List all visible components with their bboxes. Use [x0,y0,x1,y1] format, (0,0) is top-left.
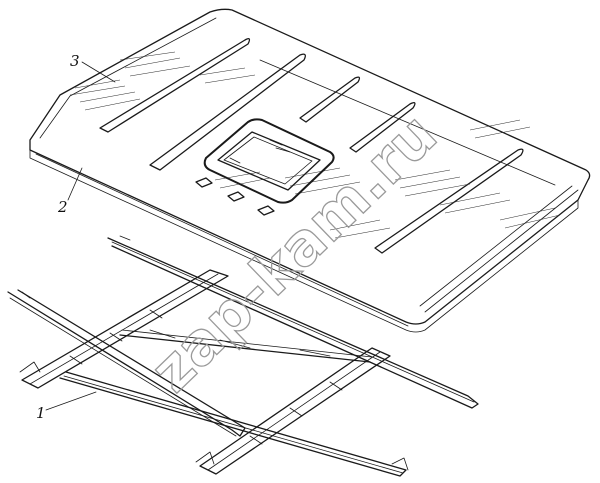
callout-2: 2 [57,167,83,216]
watermark: zap-kam.ru [137,100,449,405]
svg-text:3: 3 [70,52,80,70]
callout-3: 3 [70,52,116,83]
panel-arrow-tabs [195,177,275,216]
svg-text:1: 1 [36,404,46,422]
roof-frame [7,235,479,477]
svg-text:2: 2 [57,198,68,216]
callout-1: 1 [36,391,97,422]
roof-hatch-opening [203,118,335,204]
roof-panel [29,8,591,333]
